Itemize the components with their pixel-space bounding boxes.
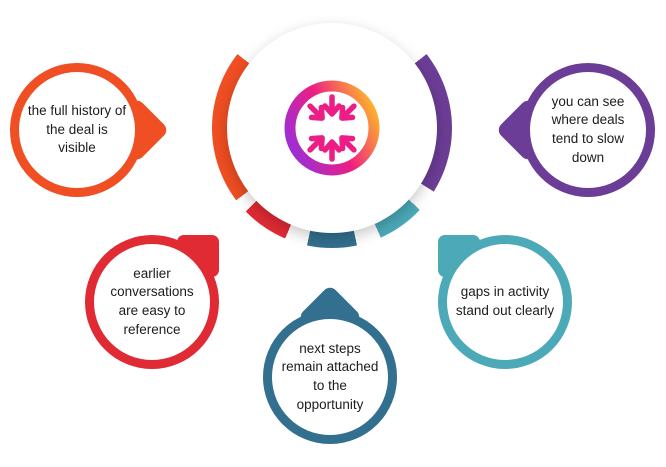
arrows-converge-icon <box>284 80 380 176</box>
bubble-text-panel: next steps remain attached to the opport… <box>272 319 388 435</box>
bubble-conversations: earlier conversations are easy to refere… <box>85 235 219 369</box>
bubble-full-history: the full history of the deal is visible <box>10 63 170 197</box>
bubble-gaps: gaps in activity stand out clearly <box>438 235 572 369</box>
bubble-text-panel: you can see where deals tend to slow dow… <box>530 72 646 188</box>
bubble-slow-down: you can see where deals tend to slow dow… <box>495 63 655 197</box>
bubble-label: gaps in activity stand out clearly <box>455 284 555 318</box>
bubble-next-steps: next steps remain attached to the opport… <box>263 284 397 444</box>
center-circle <box>227 23 437 233</box>
bubble-label: the full history of the deal is visible <box>27 103 127 156</box>
bubble-label: you can see where deals tend to slow dow… <box>551 93 625 165</box>
bubble-label: next steps remain attached to the opport… <box>281 340 379 412</box>
bubble-text-panel: earlier conversations are easy to refere… <box>94 244 210 360</box>
bubble-text-panel: gaps in activity stand out clearly <box>447 244 563 360</box>
bubble-label: earlier conversations are easy to refere… <box>110 265 194 337</box>
bubble-text-panel: the full history of the deal is visible <box>19 72 135 188</box>
